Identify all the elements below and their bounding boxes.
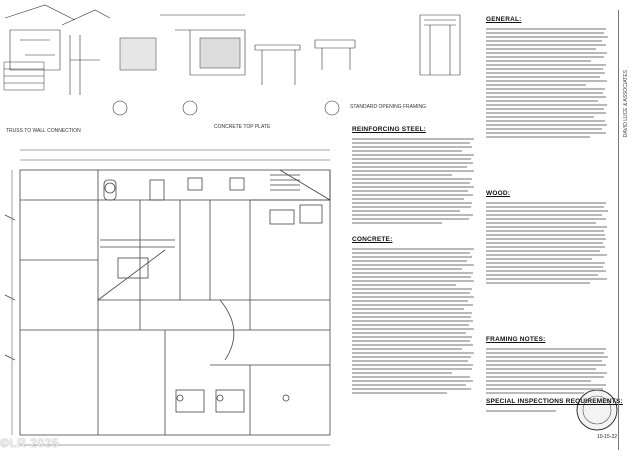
hatched-block (199, 37, 241, 69)
countertop-plate-lines (254, 39, 356, 85)
reinforcing-steel-header: REINFORCING STEEL: (352, 126, 427, 133)
framing-notes (486, 346, 612, 396)
countertop-detail-lines (160, 14, 246, 76)
sheet-date: 10-15-22 (597, 434, 618, 440)
kitchen-island (117, 257, 149, 279)
opening-framing-lines (419, 14, 461, 76)
wall-detail-lines (61, 9, 111, 95)
concrete-notes (352, 246, 478, 396)
wood-notes (486, 200, 612, 286)
interior-walls (20, 170, 330, 435)
special-inspections-header: SPECIAL INSPECTIONS REQUIREMENTS: (486, 398, 623, 405)
detail-marker-c (182, 100, 198, 116)
bay-curve (219, 299, 235, 361)
shower (149, 179, 165, 201)
hatched-block-2 (119, 37, 157, 71)
stair (270, 174, 300, 191)
wood-header: WOOD: (486, 190, 511, 197)
concrete-header: CONCRETE: (352, 236, 393, 243)
counter-run (100, 239, 175, 248)
garage-bay (250, 170, 331, 201)
floor-plan-outline (19, 169, 331, 436)
leader-left (4, 214, 16, 361)
laundry (299, 204, 323, 224)
bath-3 (215, 389, 245, 413)
title-block: DAVID LUCE & ASSOCIATES (618, 10, 639, 450)
general-header: GENERAL: (486, 16, 522, 23)
detail-marker-b (112, 100, 128, 116)
reinforcing-steel-notes (352, 136, 478, 226)
closet (269, 209, 295, 225)
diagonal-dim (97, 249, 166, 301)
framing-notes-header: FRAMING NOTES: (486, 336, 546, 343)
detail-marker-d (324, 100, 340, 116)
vanity-2 (229, 177, 245, 191)
detail-title-opening: STANDARD OPENING FRAMING (350, 104, 427, 110)
tub (103, 179, 117, 201)
toilet-3 (282, 394, 290, 402)
general-notes (486, 26, 612, 140)
toilet-2 (216, 394, 224, 402)
toilet (176, 394, 184, 402)
detail-title-truss: TRUSS TO WALL CONNECTION (6, 128, 81, 134)
special-inspections-notes (486, 408, 576, 414)
vanity (187, 177, 203, 191)
detail-title-countertop: CONCRETE TOP PLATE (214, 124, 271, 130)
truss-detail-lines (4, 4, 76, 71)
copyright-watermark: ©LR 2025 (0, 436, 59, 450)
fixture (104, 182, 116, 194)
title-block-firm: DAVID LUCE & ASSOCIATES (623, 70, 629, 138)
bath-2 (175, 389, 205, 413)
